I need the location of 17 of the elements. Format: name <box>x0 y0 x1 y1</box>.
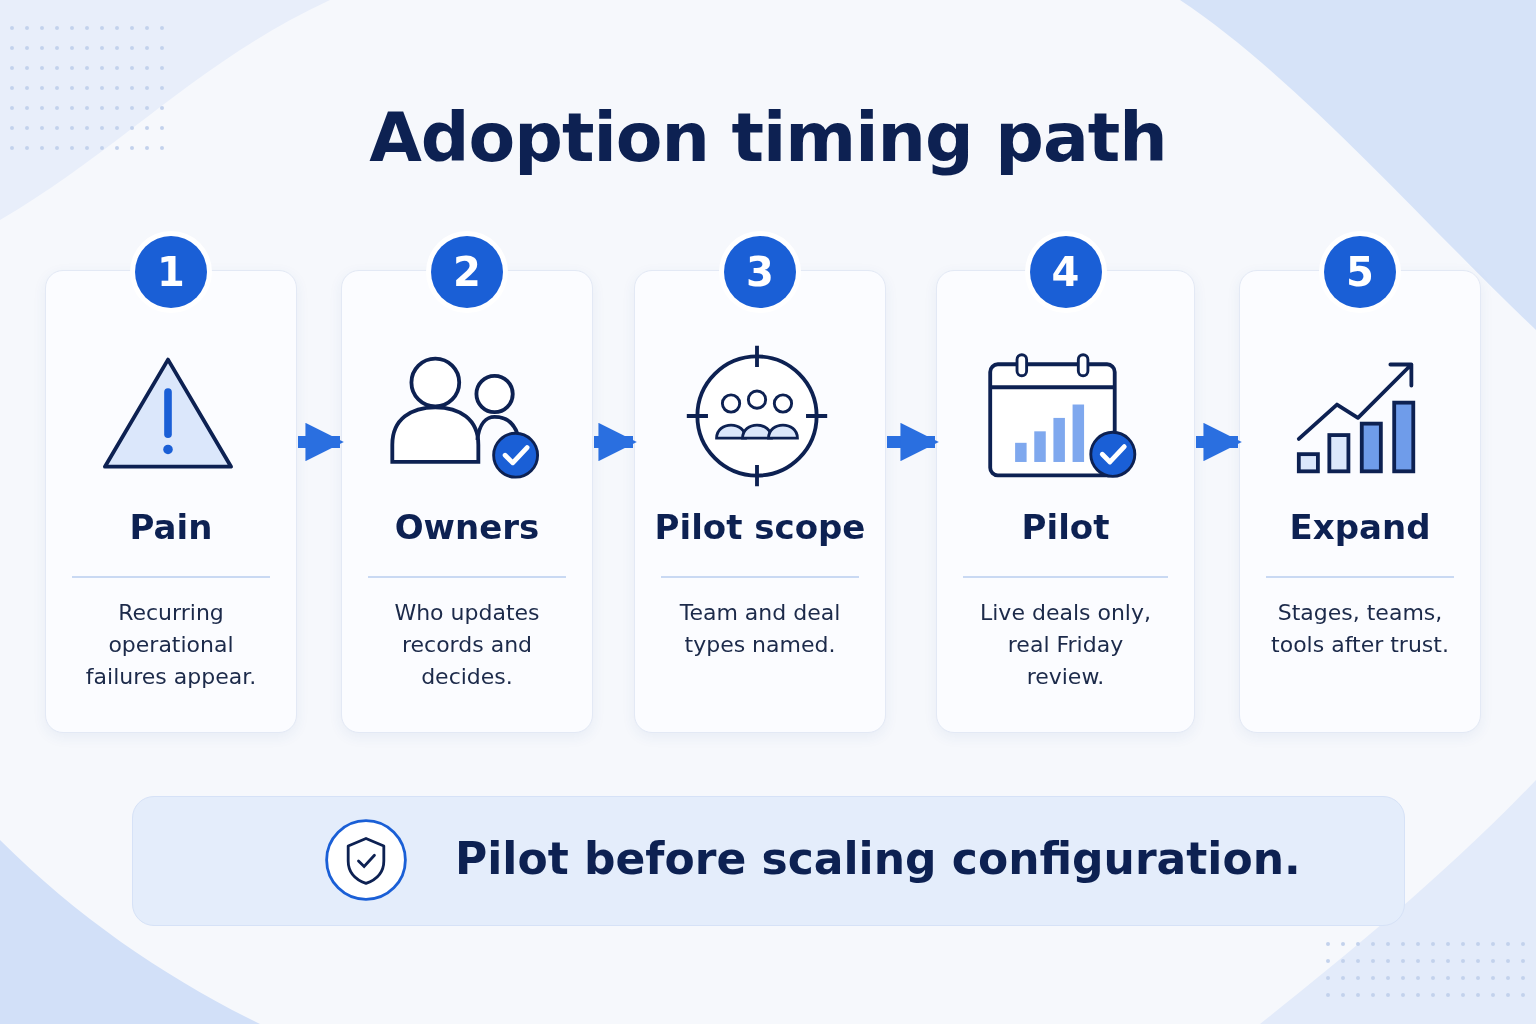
step-description: Who updates records and decides. <box>393 599 541 691</box>
step-description: Stages, teams, tools after trust. <box>1270 599 1450 659</box>
title: Adoption timing path <box>369 98 1167 177</box>
arrow <box>887 422 939 462</box>
arrow <box>298 422 344 462</box>
step-description: Live deals only, real Friday review. <box>979 599 1152 691</box>
step-heading: Pain <box>129 507 213 547</box>
step-description: Recurring operational failures appear. <box>84 599 258 691</box>
callout-banner <box>132 796 1405 926</box>
step-heading: Pilot <box>1021 507 1110 547</box>
step-heading: Expand <box>1289 507 1431 547</box>
step-heading: Owners <box>394 507 540 547</box>
step-description: Team and deal types named. <box>678 599 842 659</box>
arrow <box>1196 422 1242 462</box>
step-heading: Pilot scope <box>654 507 866 547</box>
arrow <box>594 422 637 462</box>
banner-text: Pilot before scaling configuration. <box>455 833 1301 884</box>
